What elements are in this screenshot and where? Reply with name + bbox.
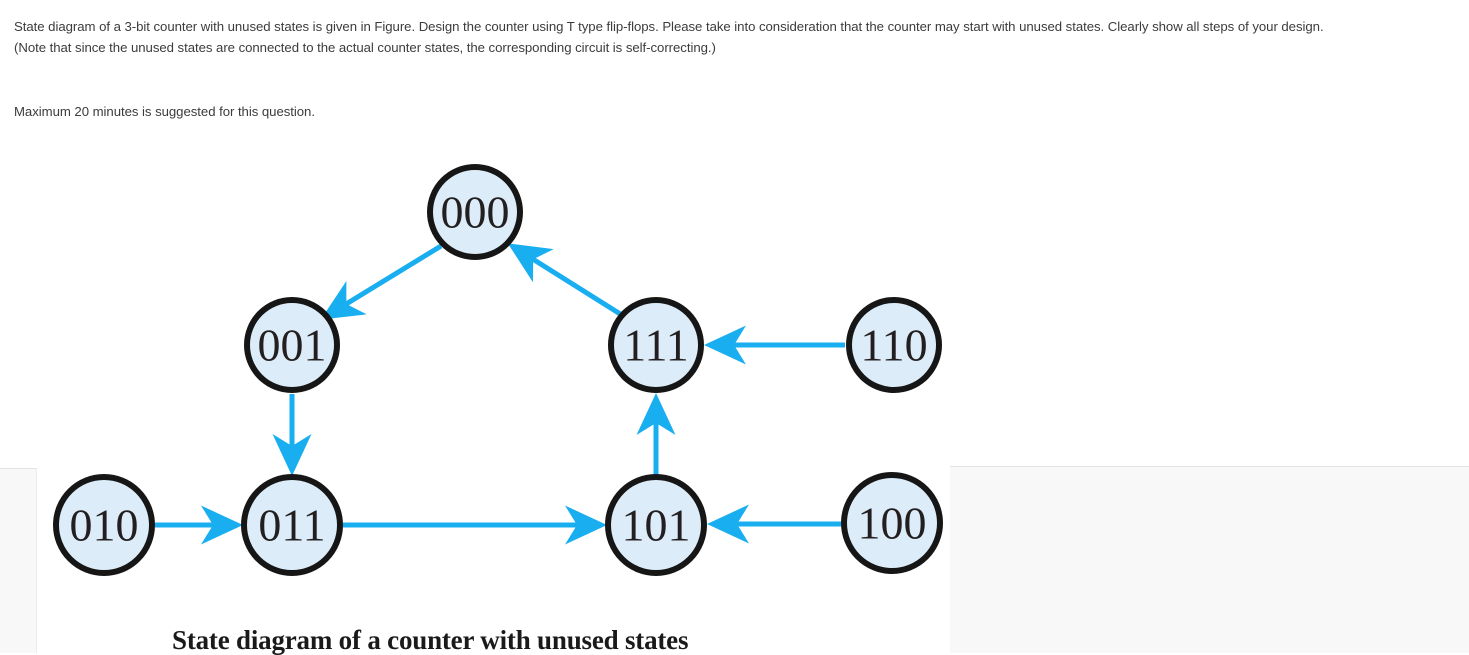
question-text-block: State diagram of a 3-bit counter with un… (14, 16, 1454, 58)
state-node-100[interactable]: 100 (841, 472, 943, 574)
time-suggestion-text: Maximum 20 minutes is suggested for this… (14, 104, 315, 119)
figure-caption: State diagram of a counter with unused s… (172, 625, 689, 655)
left-gray-panel (0, 468, 37, 653)
state-node-011-label: 011 (258, 500, 325, 551)
transition-edges (155, 243, 845, 545)
state-diagram-figure: 000 001 111 110 010 011 (0, 140, 1010, 655)
state-node-010[interactable]: 010 (53, 474, 155, 576)
state-node-100-label: 100 (858, 498, 927, 549)
state-node-110[interactable]: 110 (846, 297, 942, 393)
state-nodes: 000 001 111 110 010 011 (53, 164, 943, 576)
state-node-111-label: 111 (623, 320, 689, 371)
right-gray-panel (950, 466, 1469, 653)
state-node-111[interactable]: 111 (608, 297, 704, 393)
state-node-010-label: 010 (70, 500, 139, 551)
state-node-101-label: 101 (622, 500, 691, 551)
state-node-000[interactable]: 000 (427, 164, 523, 260)
edge-111-000 (507, 243, 627, 320)
state-node-000-label: 000 (441, 187, 510, 238)
question-line-primary: State diagram of a 3-bit counter with un… (14, 19, 1324, 34)
state-node-001[interactable]: 001 (244, 297, 340, 393)
state-node-101[interactable]: 101 (605, 474, 707, 576)
state-node-110-label: 110 (860, 320, 927, 371)
edge-000-001 (320, 243, 443, 320)
state-node-001-label: 001 (258, 320, 327, 371)
state-diagram-svg: 000 001 111 110 010 011 (53, 164, 943, 576)
question-line-note: (Note that since the unused states are c… (14, 40, 716, 55)
state-node-011[interactable]: 011 (241, 474, 343, 576)
